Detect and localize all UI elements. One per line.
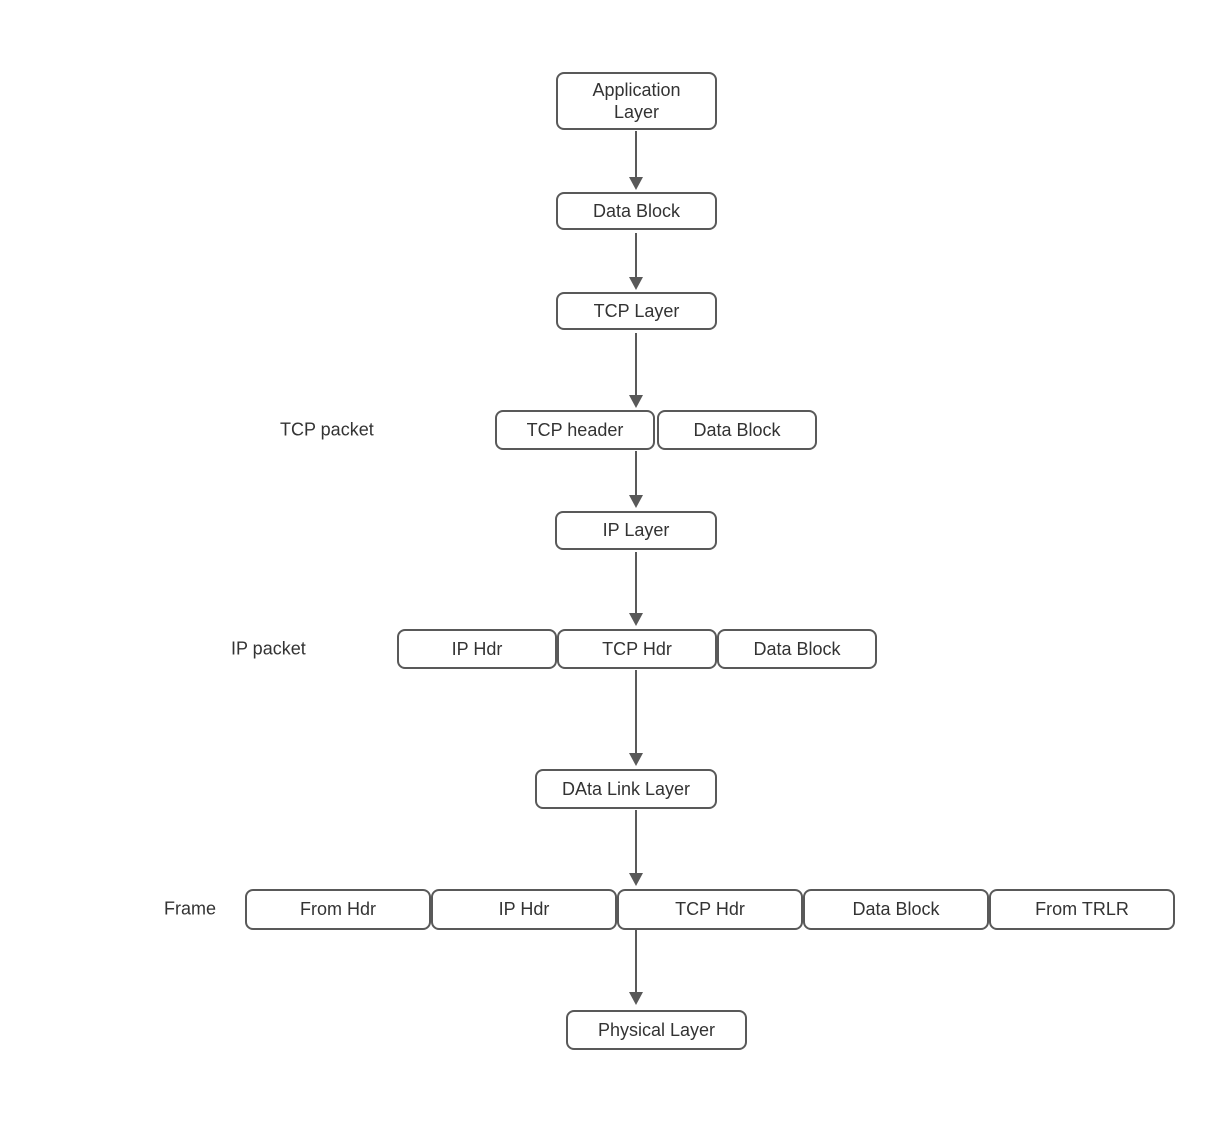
node-from-hdr: From Hdr <box>245 889 431 930</box>
arrow-application-to-datablock-icon <box>628 131 644 190</box>
node-tcp-hdr-1: TCP Hdr <box>557 629 717 669</box>
node-ip-hdr-1: IP Hdr <box>397 629 557 669</box>
node-data-block-2: Data Block <box>657 410 817 450</box>
node-label: TCP header <box>526 419 624 440</box>
node-label: Data Block <box>753 638 841 659</box>
node-label: IP Layer <box>602 520 670 541</box>
node-label: From Hdr <box>300 899 376 920</box>
node-label: From TRLR <box>1035 899 1129 920</box>
node-physical-layer: Physical Layer <box>566 1010 747 1050</box>
arrow-ippacket-to-datalink-icon <box>628 670 644 766</box>
node-label: Data Block <box>693 419 781 440</box>
arrow-iplayer-to-ippacket-icon <box>628 552 644 626</box>
row-label-tcp-packet: TCP packet <box>280 419 374 440</box>
node-data-link-layer: DAta Link Layer <box>535 769 717 809</box>
row-label-ip-packet: IP packet <box>231 638 306 659</box>
node-label: TCP Hdr <box>602 638 672 659</box>
arrow-frame-to-physical-icon <box>628 930 644 1005</box>
node-ip-layer: IP Layer <box>555 511 717 550</box>
node-label: DAta Link Layer <box>561 778 691 799</box>
node-label: Application Layer <box>592 79 681 123</box>
node-from-trlr: From TRLR <box>989 889 1175 930</box>
arrow-datablock-to-tcplayer-icon <box>628 233 644 290</box>
arrow-tcplayer-to-tcppacket-icon <box>628 333 644 408</box>
node-tcp-hdr-2: TCP Hdr <box>617 889 803 930</box>
node-ip-hdr-2: IP Hdr <box>431 889 617 930</box>
node-tcp-layer: TCP Layer <box>556 292 717 330</box>
node-label: TCP Layer <box>593 300 680 321</box>
row-label-frame: Frame <box>164 898 217 919</box>
node-data-block-4: Data Block <box>803 889 989 930</box>
arrow-tcppacket-to-iplayer-icon <box>628 451 644 508</box>
node-label: Physical Layer <box>597 1019 716 1040</box>
node-data-block-1: Data Block <box>556 192 717 230</box>
node-label: IP Hdr <box>498 899 550 920</box>
node-label: TCP Hdr <box>675 899 745 920</box>
arrow-datalink-to-frame-icon <box>628 810 644 886</box>
node-label: IP Hdr <box>451 638 503 659</box>
node-application-layer: Application Layer <box>556 72 717 130</box>
node-data-block-3: Data Block <box>717 629 877 669</box>
node-label: Data Block <box>852 899 940 920</box>
node-tcp-header: TCP header <box>495 410 655 450</box>
node-label: Data Block <box>592 200 681 221</box>
